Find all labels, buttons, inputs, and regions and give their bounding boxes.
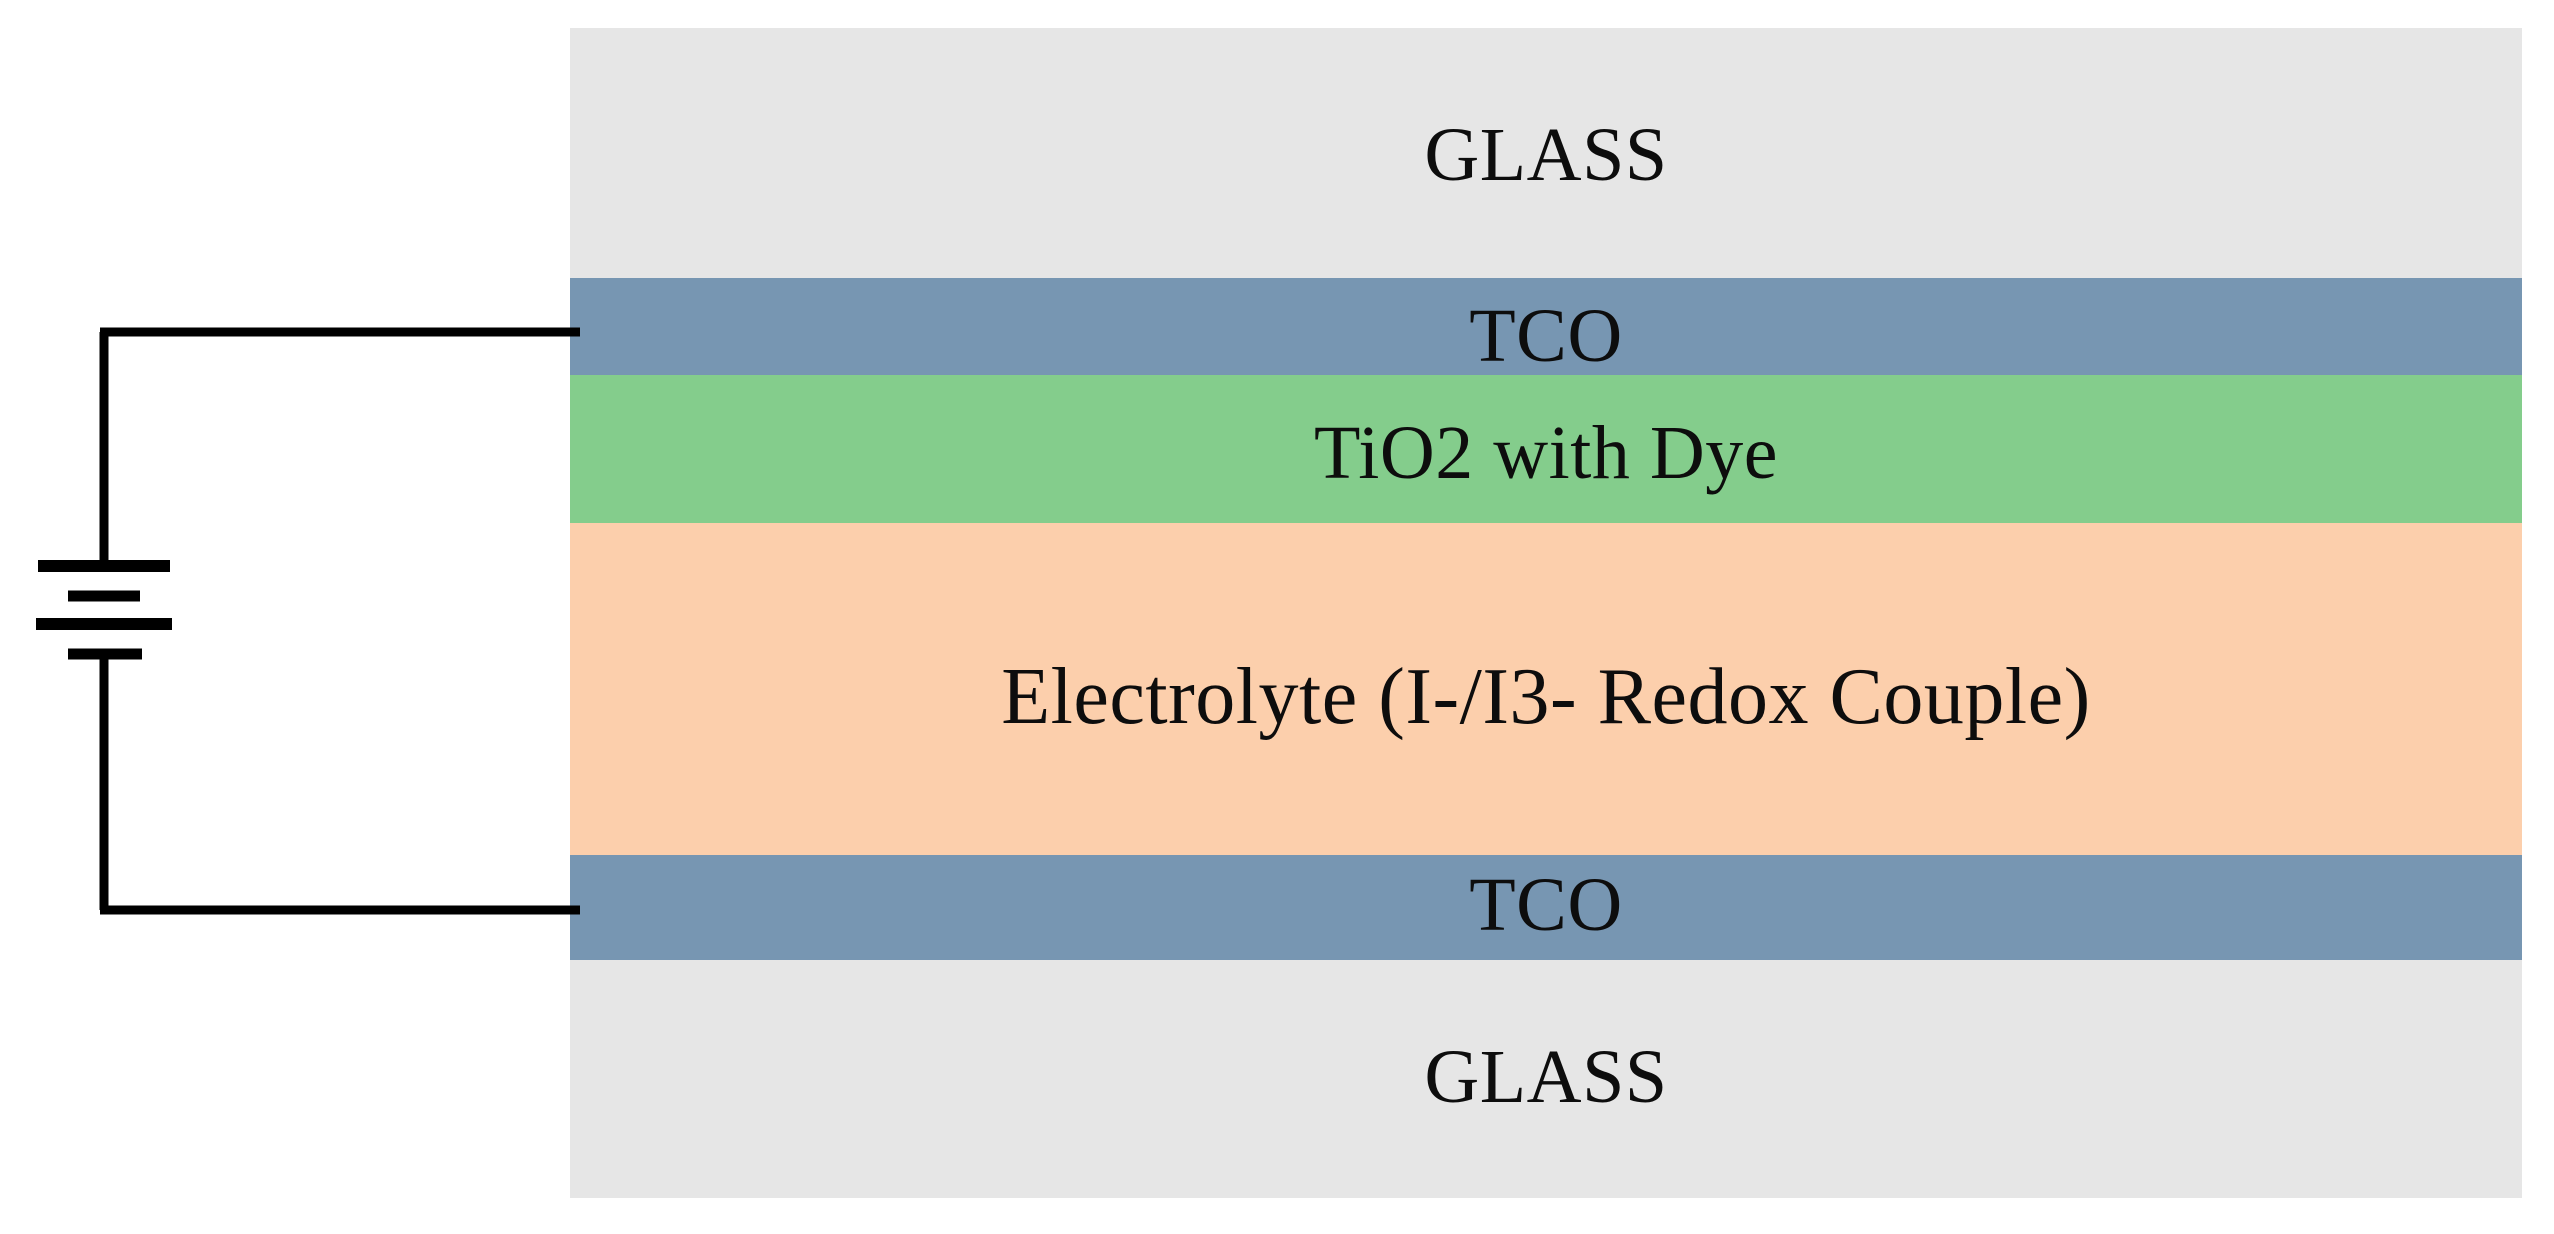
layer-glass-top-label: GLASS [1424,112,1668,197]
device-layer-stack: GLASS TCO TiO2 with Dye Electrolyte (I-/… [570,28,2522,1198]
layer-tco-bottom-label: TCO [1469,863,1623,947]
layer-tio2-with-dye: TiO2 with Dye [570,375,2522,523]
layer-glass-bottom: GLASS [570,960,2522,1198]
layer-electrolyte-label: Electrolyte (I-/I3- Redox Couple) [1001,652,2091,741]
layer-glass-top: GLASS [570,28,2522,278]
layer-tco-top: TCO [570,278,2522,378]
layer-tio2-label: TiO2 with Dye [1314,410,1778,495]
layer-electrolyte: Electrolyte (I-/I3- Redox Couple) [570,523,2522,855]
layer-tco-bottom: TCO [570,855,2522,960]
layer-tco-top-label: TCO [1469,294,1623,378]
layer-glass-bottom-label: GLASS [1424,1034,1668,1119]
